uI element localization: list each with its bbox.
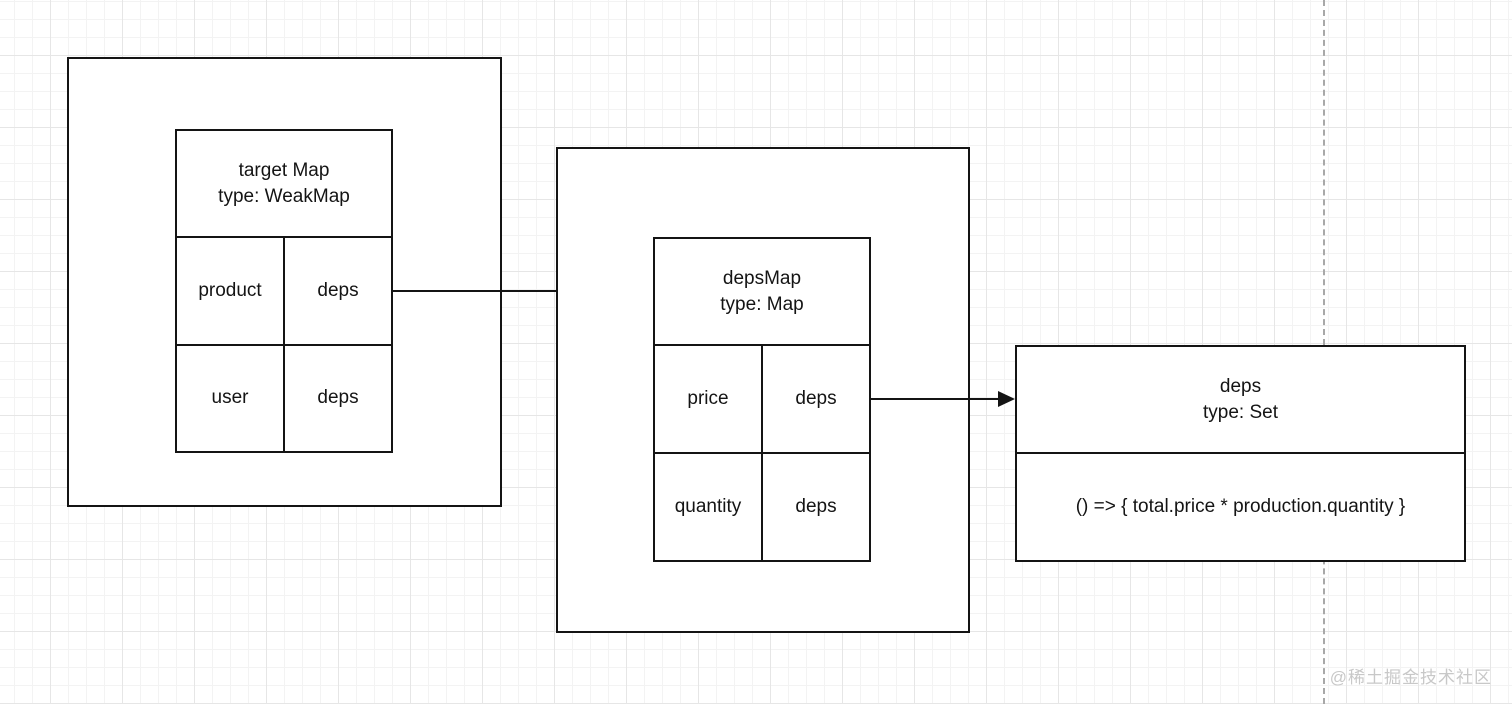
deps-set-title: deps <box>1219 375 1262 397</box>
arrow-depsmap-to-depsset <box>871 398 999 400</box>
target-map-header: target Map type: WeakMap <box>177 131 391 238</box>
table-row: user deps <box>177 345 391 451</box>
arrowhead-icon <box>998 391 1015 407</box>
deps-set-effect: () => { total.price * production.quantit… <box>1075 496 1406 517</box>
deps-set-box: deps type: Set () => { total.price * pro… <box>1015 345 1466 562</box>
deps-set-header: deps type: Set <box>1017 347 1464 454</box>
table-row: quantity deps <box>655 454 869 560</box>
table-row: product deps <box>177 238 391 346</box>
target-map-table: target Map type: WeakMap product deps us… <box>175 129 393 453</box>
deps-map-value-deps: deps <box>795 388 837 409</box>
juejin-watermark: @稀土掘金技术社区 <box>1329 668 1492 687</box>
target-map-value-deps: deps <box>317 279 359 301</box>
deps-map-value-deps: deps <box>795 496 837 517</box>
deps-map-key-quantity: quantity <box>655 454 763 560</box>
target-map-value-deps: deps <box>317 387 359 409</box>
target-map-title: target Map <box>238 159 330 181</box>
deps-map-table: depsMap type: Map price deps quantity de… <box>653 237 871 562</box>
deps-map-subtitle: type: Map <box>720 293 804 315</box>
target-map-key-user: user <box>177 345 285 451</box>
arrow-targetmap-to-depsmap <box>393 290 641 292</box>
target-map-key-product: product <box>177 238 285 344</box>
target-map-subtitle: type: WeakMap <box>218 185 350 207</box>
table-row: price deps <box>655 346 869 454</box>
deps-map-header: depsMap type: Map <box>655 239 869 346</box>
deps-map-key-price: price <box>655 346 763 452</box>
deps-set-subtitle: type: Set <box>1203 401 1278 423</box>
deps-map-title: depsMap <box>722 267 802 289</box>
